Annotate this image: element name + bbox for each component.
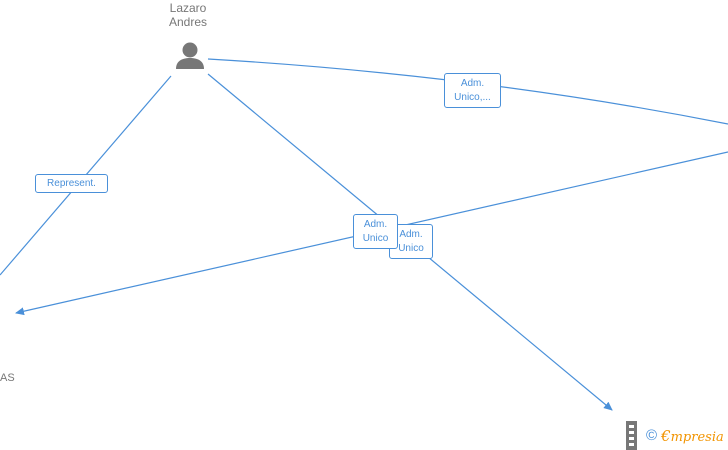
edge-label-adm-unico-top[interactable]: Adm. Unico,... (444, 73, 501, 108)
edge-label-line1: Adm. (460, 78, 485, 89)
edge-label-line2: Unico (362, 233, 389, 244)
person-name-line2: Andres (168, 15, 208, 29)
left-company-label[interactable]: AS (0, 372, 15, 384)
edge-label-line1: Adm. (399, 229, 423, 240)
edge-label-line1: Adm. (363, 219, 388, 230)
edge-label-line2: Unico,... (454, 92, 491, 103)
brand-initial: € (661, 426, 671, 445)
edge-label-line2: Unico (398, 243, 424, 254)
empresia-logo: €mpresia (661, 427, 724, 445)
edge-label-adm-unico-center-b[interactable]: Adm. Unico (389, 224, 433, 259)
person-icon[interactable] (176, 42, 204, 70)
building-icon[interactable] (626, 421, 637, 450)
person-name-label[interactable]: Lazaro Andres (158, 1, 218, 29)
person-name-line1: Lazaro (169, 1, 207, 15)
edge-label-represent-text: Represent. (47, 178, 96, 189)
edge-label-represent[interactable]: Represent. (35, 174, 108, 193)
edge-label-adm-unico-center-a[interactable]: Adm. Unico (353, 214, 398, 249)
copyright-symbol: © (646, 427, 658, 444)
brand-rest: mpresia (670, 429, 724, 445)
empresia-watermark: © €mpresia (624, 421, 724, 450)
